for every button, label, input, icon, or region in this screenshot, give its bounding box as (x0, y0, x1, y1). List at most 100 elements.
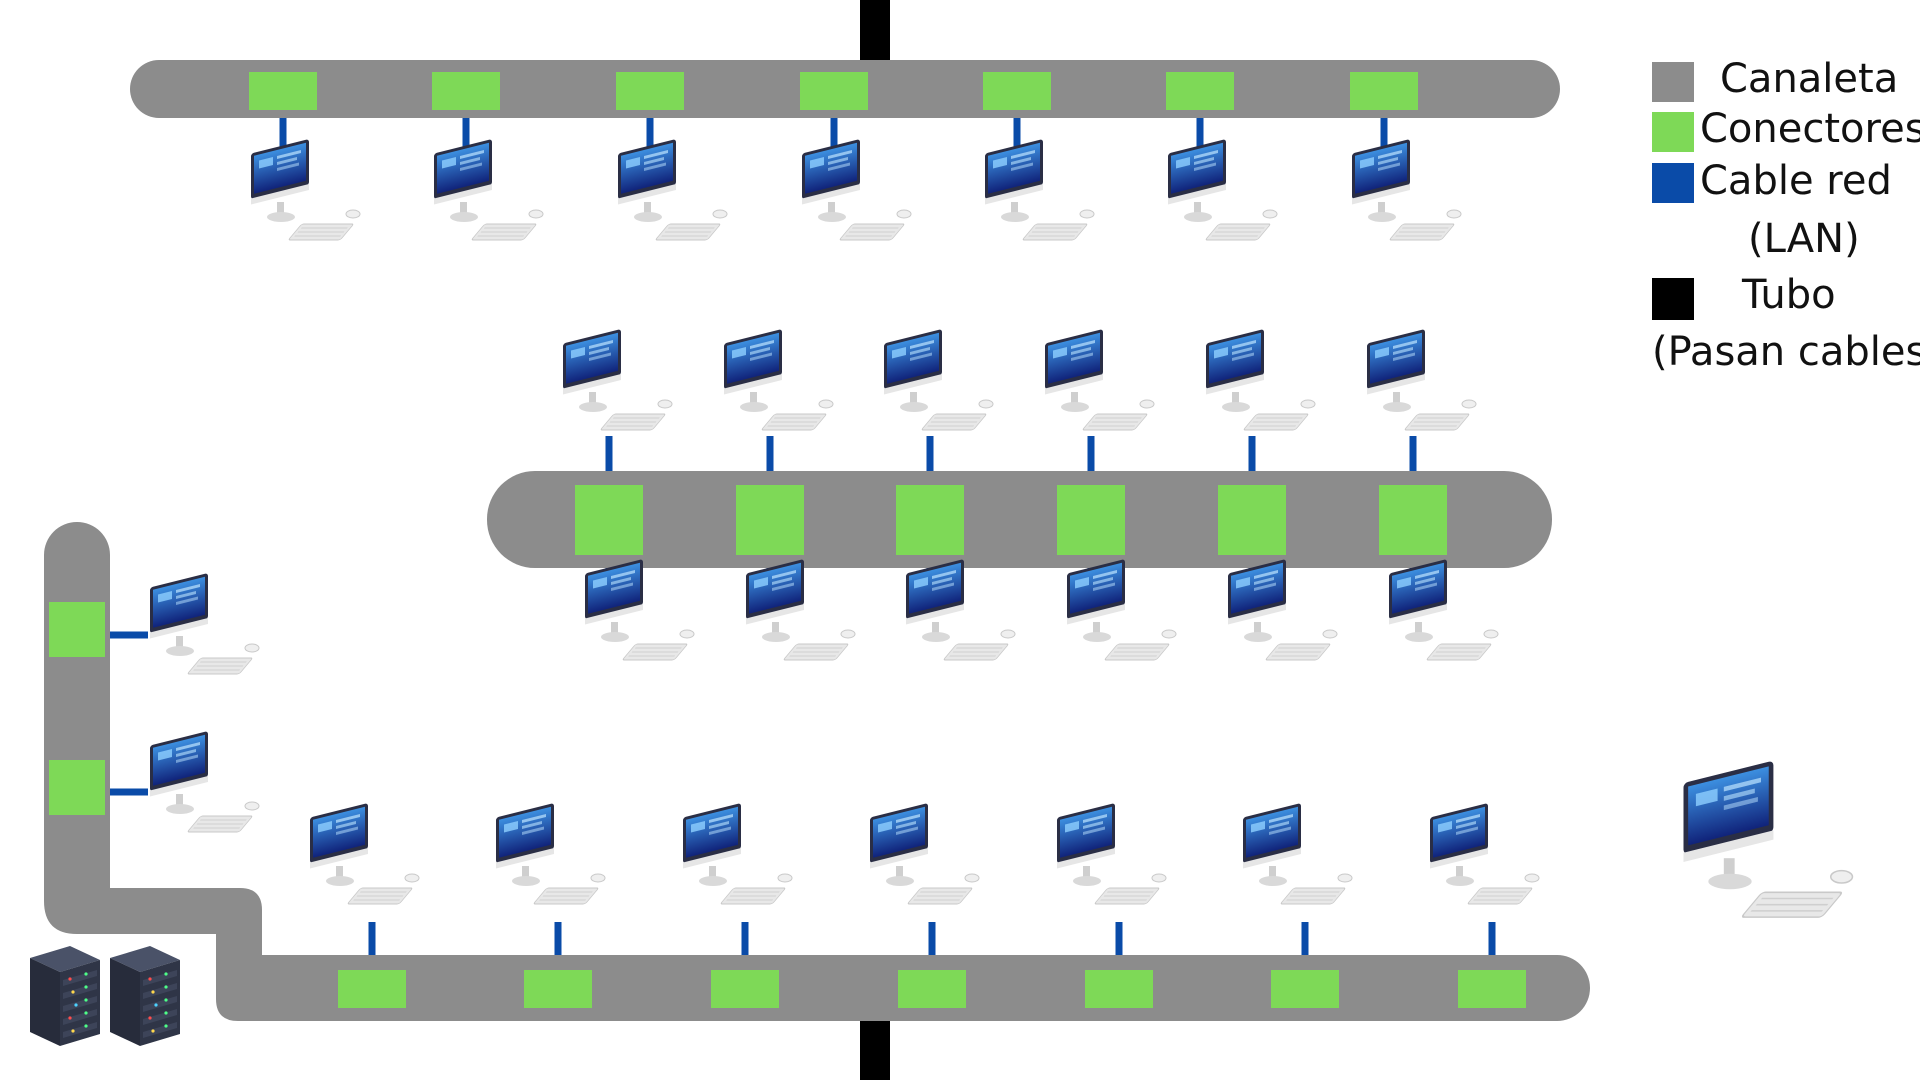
mouse-icon (840, 629, 856, 639)
screen-widget (442, 156, 456, 169)
keyboard-icon (187, 657, 253, 675)
monitor-icon (563, 329, 621, 395)
server-led (84, 1011, 88, 1015)
server-led (84, 985, 88, 989)
screen-widget (754, 576, 768, 589)
legend-label-cable-line1: Cable red (1700, 158, 1892, 204)
screen-line (522, 826, 544, 835)
monitor-base (740, 402, 768, 412)
monitor-icon (1430, 803, 1488, 869)
screen-line (1071, 347, 1091, 355)
connector (1085, 970, 1153, 1008)
mouse-icon (244, 801, 260, 811)
legend-label-tubo-line2: (Pasan cables) (1652, 329, 1920, 375)
server-led (71, 1029, 75, 1033)
desktop-computer-icon (496, 803, 606, 905)
connector (1271, 970, 1339, 1008)
server-unit (143, 970, 177, 986)
screen-line (1269, 814, 1293, 823)
mouse-icon (1079, 209, 1095, 219)
monitor-icon (724, 329, 782, 395)
monitor-stand (896, 866, 903, 880)
mouse-icon (1161, 629, 1177, 639)
monitor-chin (985, 184, 1043, 205)
server-unit (63, 983, 97, 999)
screen-line (1093, 582, 1115, 591)
tubes-layer (860, 0, 890, 1080)
screen-line (1232, 347, 1252, 355)
screen-line (644, 150, 668, 159)
keyboard-icon (1094, 887, 1160, 905)
screen-line (1011, 157, 1031, 165)
screen-line (828, 162, 850, 171)
monitor-stand (1393, 392, 1400, 406)
connector (896, 485, 964, 555)
monitor-icon (150, 731, 208, 797)
screen-line (176, 591, 196, 599)
monitor-chin (906, 604, 964, 625)
screen-line (522, 821, 542, 829)
screen-line (1194, 162, 1216, 171)
monitor-chin (1352, 184, 1410, 205)
server-led (84, 1024, 88, 1028)
monitor-base (1073, 876, 1101, 886)
mouse-icon (1524, 873, 1540, 883)
monitor-base (1222, 402, 1250, 412)
connector (616, 72, 684, 110)
screen-line (1011, 150, 1035, 159)
screen-line (1232, 340, 1256, 349)
monitor-base (166, 646, 194, 656)
keyboard-icon (943, 643, 1009, 661)
monitor-stand (709, 866, 716, 880)
monitor-chin (150, 776, 208, 797)
screen-line (176, 742, 200, 751)
legend-label-tubo-line1: Tubo (1741, 272, 1836, 318)
mouse-icon (896, 209, 912, 219)
keyboard-icon (921, 413, 987, 431)
server-led (68, 977, 72, 981)
server-side (30, 958, 60, 1046)
screen-line (750, 347, 770, 355)
server-unit (143, 1009, 177, 1025)
desktop-computer-icon (724, 329, 834, 431)
monitor-stand (1378, 202, 1385, 216)
keyboard-icon (1082, 413, 1148, 431)
desktop-computer-icon (802, 139, 912, 241)
mouse-icon (1262, 209, 1278, 219)
screen-line (1083, 814, 1107, 823)
keyboard-icon (1426, 643, 1492, 661)
monitor-base (1061, 402, 1089, 412)
server-led (151, 1029, 155, 1033)
screen-widget (914, 576, 928, 589)
server-led (68, 1016, 72, 1020)
monitor-chin (1067, 604, 1125, 625)
monitor-stand (1456, 866, 1463, 880)
screen-line (336, 821, 356, 829)
monitor-stand (932, 622, 939, 636)
tube-bottom (860, 1010, 890, 1080)
monitor-chin (884, 374, 942, 395)
keyboard-icon (1741, 891, 1843, 918)
connector (1057, 485, 1125, 555)
screen-line (176, 596, 198, 605)
monitor-stand (1194, 202, 1201, 216)
monitor-icon (1228, 559, 1286, 625)
keyboard-icon (1265, 643, 1331, 661)
desktop-computer-icon (985, 139, 1095, 241)
mouse-icon (1322, 629, 1338, 639)
monitor-stand (589, 392, 596, 406)
connector (49, 602, 105, 657)
screen-line (772, 570, 796, 579)
screen-line (750, 352, 772, 361)
mouse-icon (1300, 399, 1316, 409)
mouse-icon (1151, 873, 1167, 883)
monitor-stand (644, 202, 651, 216)
desktop-computer-icon (150, 573, 260, 675)
keyboard-icon (1404, 413, 1470, 431)
monitor-stand (176, 636, 183, 650)
monitor-base (579, 402, 607, 412)
monitor-chin (1243, 848, 1301, 869)
monitor-stand (750, 392, 757, 406)
screen-line (460, 157, 480, 165)
screen-line (1254, 582, 1276, 591)
